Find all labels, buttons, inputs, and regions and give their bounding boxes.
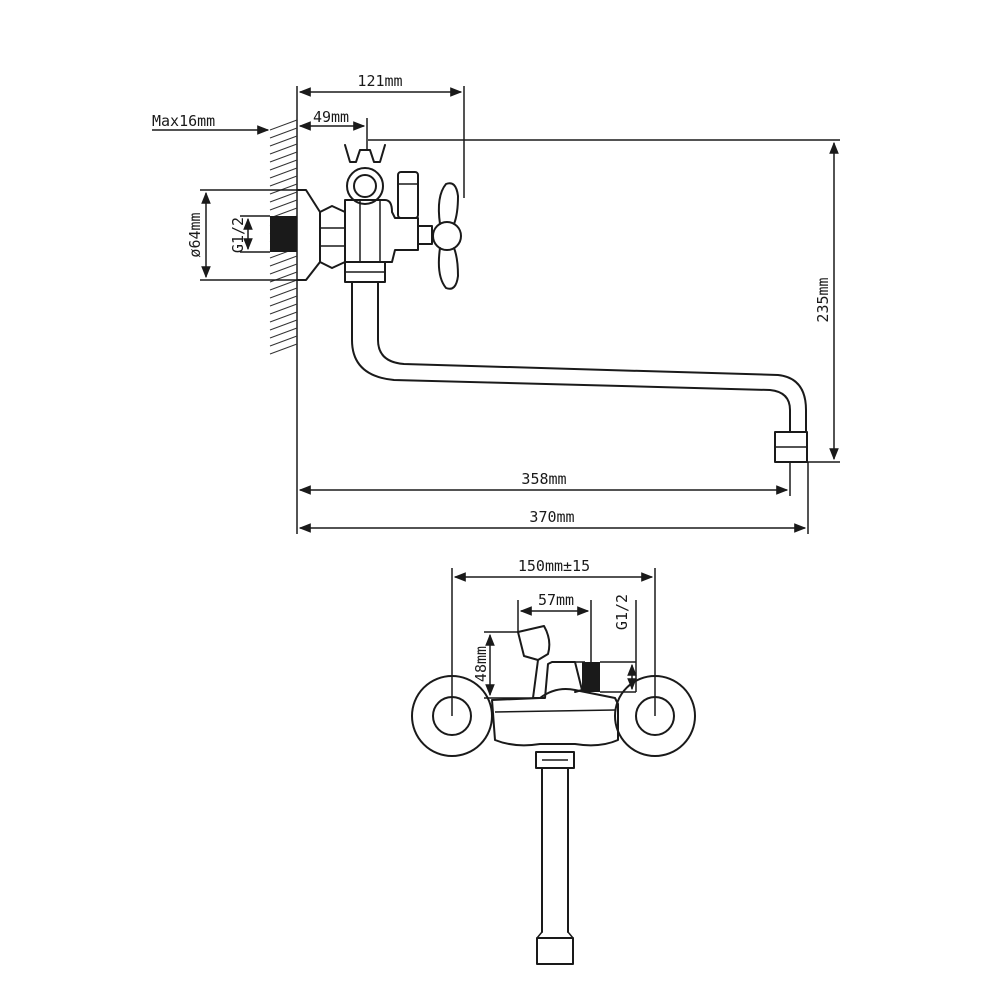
side-view: 121mm 49mm Max16mm ø64mm G1/2 235mm 358m… <box>152 72 840 534</box>
shower-holder <box>344 144 386 163</box>
wall-hatch-line <box>269 135 298 147</box>
label-358mm: 358mm <box>521 470 566 488</box>
wall-hatch-line <box>269 199 298 211</box>
front-view: 150mm±15 57mm 48mm G1/2 <box>411 557 696 965</box>
handle-stem <box>417 225 433 245</box>
connector-nut <box>319 205 346 269</box>
label-48mm: 48mm <box>472 646 490 682</box>
wall-hatch-line <box>269 263 298 275</box>
spout-inner <box>377 281 807 433</box>
label-57mm: 57mm <box>538 591 574 609</box>
wall-hatch-line <box>269 183 298 195</box>
wall-hatch-line <box>269 151 298 163</box>
wall-hatch-line <box>269 343 298 355</box>
label-121mm: 121mm <box>357 72 402 90</box>
label-g12-top: G1/2 <box>613 594 631 630</box>
front-aerator <box>536 937 574 965</box>
thread-pipe-side <box>270 216 297 252</box>
front-diverter <box>517 625 583 699</box>
handle-hub <box>432 221 462 251</box>
wall-hatch-line <box>269 159 298 171</box>
wall-hatch-line <box>269 175 298 187</box>
wall-hatch-line <box>269 319 298 331</box>
wall-hatch-line <box>269 287 298 299</box>
label-64mm: ø64mm <box>186 212 204 257</box>
wall-hatch-line <box>269 327 298 339</box>
wall-hatch-line <box>269 167 298 179</box>
spout <box>351 281 791 433</box>
label-235mm: 235mm <box>814 277 832 322</box>
label-150mm: 150mm±15 <box>518 557 590 575</box>
front-diverter-cap <box>517 631 539 661</box>
shower-outlet-ring <box>346 167 384 205</box>
front-swivel-collar <box>535 751 575 769</box>
wall-hatch-line <box>269 335 298 347</box>
valve-body <box>344 199 419 263</box>
wall-hatch-line <box>269 311 298 323</box>
mixer-body <box>491 688 619 747</box>
wall-hatch-line <box>269 279 298 291</box>
label-max16mm: Max16mm <box>152 112 215 130</box>
shower-outlet-core <box>353 174 377 198</box>
handle-lever-top <box>437 182 459 225</box>
handle-lever-bottom <box>437 247 459 290</box>
wall-hatch-line <box>269 255 298 267</box>
wall-flange <box>296 189 321 281</box>
wall-hatch-line <box>269 127 298 139</box>
label-49mm: 49mm <box>313 108 349 126</box>
label-g12-side: G1/2 <box>229 217 247 253</box>
wall-hatch-line <box>269 303 298 315</box>
wall-hatch-line <box>269 143 298 155</box>
wall-hatch-line <box>269 119 298 131</box>
wall-hatch-line <box>269 191 298 203</box>
wall-hatch-line <box>269 295 298 307</box>
diverter-knob <box>397 171 419 219</box>
front-spout <box>541 767 569 933</box>
label-370mm: 370mm <box>529 508 574 526</box>
thread-pipe-front <box>582 662 600 692</box>
